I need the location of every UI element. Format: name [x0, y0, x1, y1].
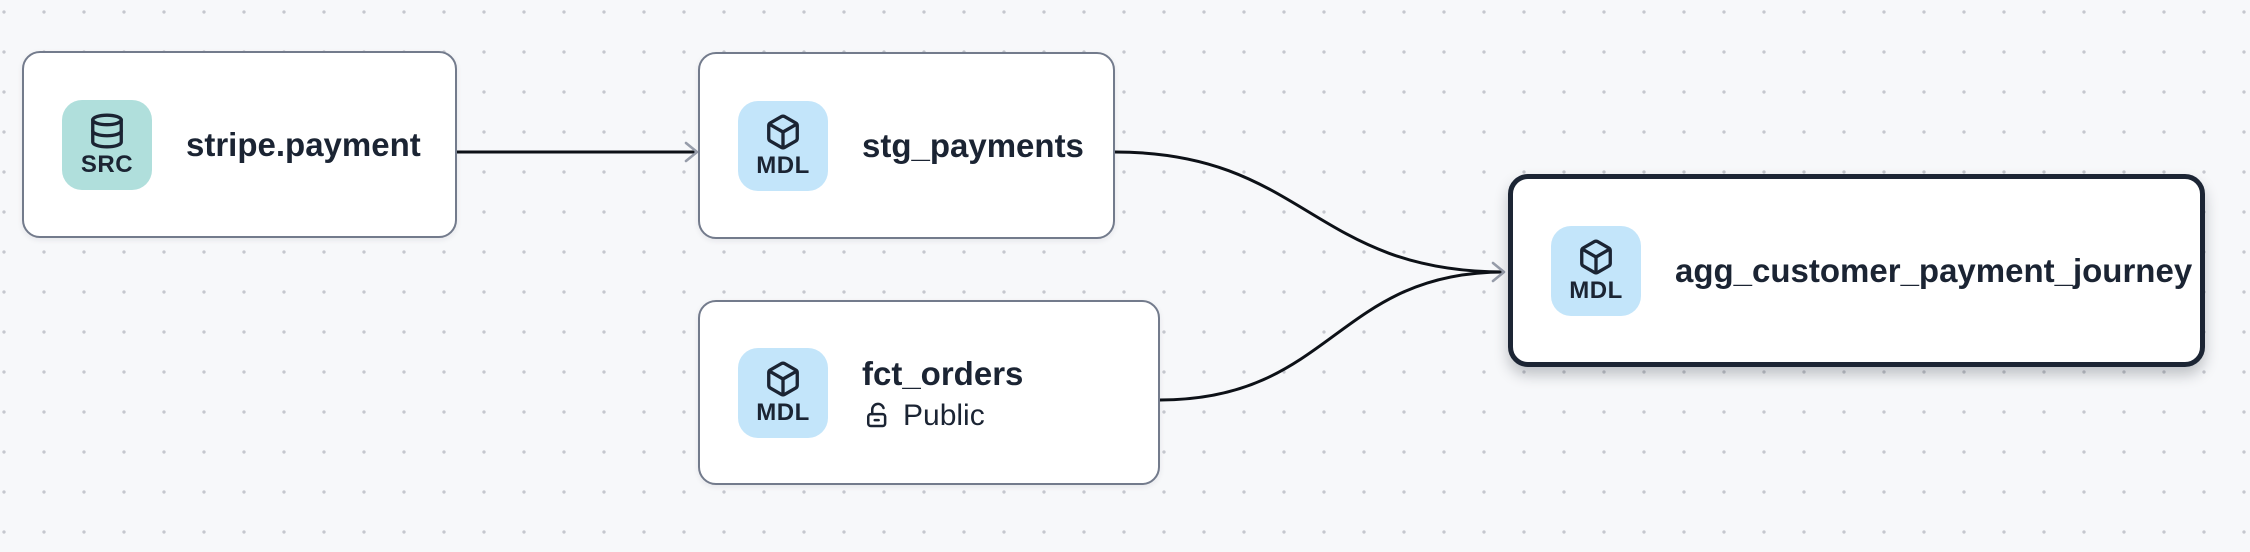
node-title: stripe.payment: [186, 125, 421, 163]
model-badge: MDL: [738, 347, 828, 438]
arrowhead-icon: [684, 141, 699, 163]
edge-fct-to-agg[interactable]: [1159, 270, 1505, 402]
model-badge-label: MDL: [756, 152, 810, 179]
source-badge: SRC: [62, 99, 152, 190]
cube-icon: [767, 361, 799, 397]
lock-open-icon: [867, 402, 887, 428]
access-row: Public: [862, 401, 1023, 431]
model-badge-label: MDL: [756, 399, 810, 426]
access-label: Public: [903, 399, 985, 433]
source-badge-label: SRC: [80, 151, 134, 178]
arrowhead-icon: [1491, 261, 1506, 283]
database-icon: [91, 113, 123, 149]
model-badge-label: MDL: [1569, 277, 1623, 304]
node-title: fct_orders: [862, 354, 1024, 392]
node-title: agg_customer_payment_journey: [1675, 251, 2193, 289]
node-title: stg_payments: [862, 126, 1084, 164]
model-badge: MDL: [738, 100, 828, 191]
cube-icon: [767, 114, 799, 150]
node-stripe-payment[interactable]: SRC stripe.payment: [22, 51, 457, 238]
cube-icon: [1580, 239, 1612, 275]
node-agg-customer-payment-journey[interactable]: MDL agg_customer_payment_journey: [1508, 174, 2205, 367]
model-badge: MDL: [1551, 225, 1641, 316]
edge-stg-to-agg[interactable]: [1114, 150, 1505, 274]
node-fct-orders[interactable]: MDL fct_orders Public: [698, 300, 1160, 485]
node-stg-payments[interactable]: MDL stg_payments: [698, 52, 1115, 239]
